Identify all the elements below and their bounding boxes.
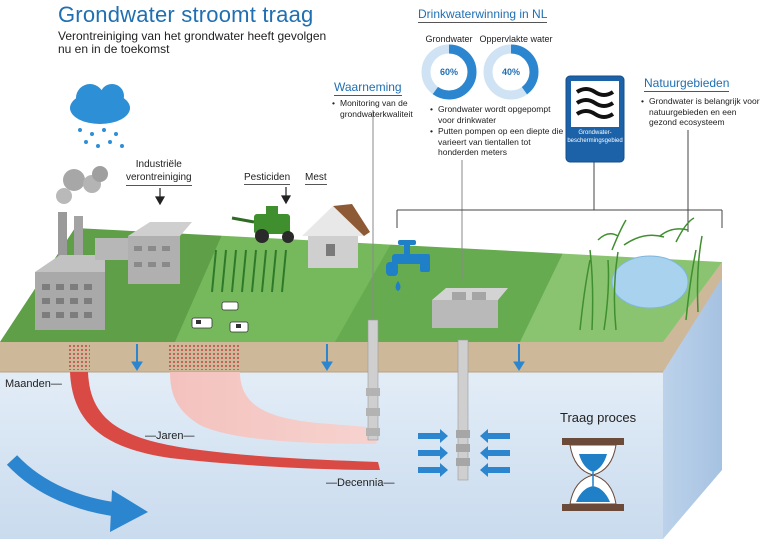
protection-sign-text: Grondwater- beschermingsgebied: [566, 129, 624, 145]
infiltration-arrow: [513, 344, 525, 371]
donut-surface-label: Oppervlakte water: [479, 34, 553, 44]
sign-line-1: Grondwater-: [578, 130, 612, 136]
farmhouse-icon: [302, 204, 370, 268]
infiltration-arrow: [131, 344, 143, 371]
crop-field: [211, 249, 287, 293]
pesticides-label: Pesticiden: [244, 172, 291, 185]
donut-groundwater-arc: [421, 44, 477, 100]
industrial-pollution-dots: [68, 344, 90, 370]
drinking-water-title: Drinkwaterwinning in NL: [418, 7, 548, 23]
factory: [35, 166, 192, 330]
manure-label: Mest: [305, 172, 327, 185]
protection-area-bracket: [396, 130, 723, 232]
observation-well: [366, 110, 380, 441]
groundwater-flow-arrow: [6, 455, 148, 532]
nature-area: [579, 217, 703, 331]
subtitle-line-2: nu en in de toekomst: [58, 42, 170, 56]
decades-label: —Decennia—: [326, 477, 395, 489]
agricultural-pollution-dots: [168, 344, 240, 370]
agricultural-plume: [170, 372, 380, 444]
groundwater-layer: [0, 262, 722, 539]
months-label: Maanden—: [5, 378, 62, 390]
donut-surface-arc: [483, 44, 539, 100]
industrial-line-1: Industriële: [135, 159, 182, 170]
drinking-water-bullet: Grondwater wordt opgepompt voor drinkwat…: [430, 104, 564, 125]
subtitle-line-1: Verontreiniging van het grondwater heeft…: [58, 29, 327, 43]
nature-bullet: Grondwater is belangrijk voor natuurgebi…: [641, 96, 766, 128]
page-title: Grondwater stroomt traag: [58, 2, 314, 27]
drinking-water-bullet: Putten pompen op een diepte die varieert…: [430, 126, 564, 158]
donut-surface-water: [483, 44, 539, 100]
donut-groundwater: [421, 44, 477, 100]
label-pointers: [154, 187, 292, 206]
donut-surface-value: 40%: [501, 67, 520, 77]
sign-line-2: beschermingsgebied: [567, 138, 623, 144]
cows-icon: [191, 301, 249, 333]
protection-area-sign: [565, 75, 625, 163]
nature-bullets: Grondwater is belangrijk voor natuurgebi…: [641, 96, 766, 129]
nature-title: Natuurgebieden: [644, 76, 730, 92]
pumping-station: [432, 160, 508, 481]
infiltration-arrows: [131, 344, 525, 371]
slow-process-label: Traag proces: [560, 410, 637, 425]
observation-title: Waarneming: [334, 80, 402, 96]
hourglass-icon: [562, 438, 624, 511]
industrial-line-2: verontreiniging: [126, 171, 192, 186]
water-tap-icon: [386, 240, 430, 291]
pumping-arrows: [418, 429, 510, 477]
donut-groundwater-value: 60%: [439, 67, 458, 77]
industrial-plume: [70, 372, 380, 470]
years-label: —Jaren—: [145, 430, 195, 442]
industrial-pollution-label: Industriële verontreiniging: [126, 158, 192, 186]
donut-groundwater-label: Grondwater: [425, 34, 473, 44]
smoke-cloud: [63, 169, 85, 191]
infiltration-arrow: [321, 344, 333, 371]
drinking-water-bullets: Grondwater wordt opgepompt voor drinkwat…: [430, 104, 564, 159]
rain-cloud-icon: [70, 84, 130, 148]
page-subtitle: Verontreiniging van het grondwater heeft…: [58, 30, 326, 56]
tractor-icon: [231, 206, 294, 243]
